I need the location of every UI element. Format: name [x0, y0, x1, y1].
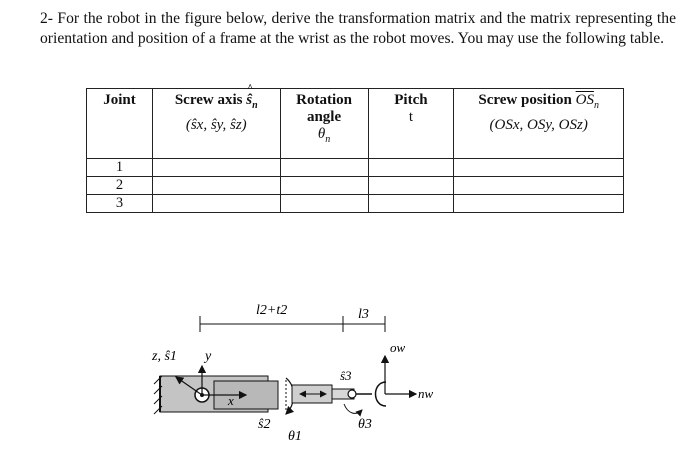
label-theta3: θ3 [358, 417, 372, 432]
cell-position [453, 194, 624, 213]
problem-statement: 2- For the robot in the figure below, de… [40, 10, 676, 47]
dim-label-l2-t2: l2+t2 [256, 303, 287, 318]
header-screw-position: Screw position OSn (OSx, OSy, OSz) [453, 88, 624, 159]
cell-joint: 3 [86, 194, 153, 213]
label-z-s1: z, ŝ1 [151, 349, 177, 364]
table-row: 3 [86, 194, 624, 213]
cell-rotation [279, 194, 369, 213]
gripper [356, 381, 387, 407]
dim-label-l3: l3 [358, 307, 369, 322]
telescoping-arm [291, 384, 355, 404]
revolute-joint-3 [347, 389, 357, 399]
header-rotation-angle: Rotation angle θn [279, 88, 369, 159]
label-s3: ŝ3 [340, 368, 352, 383]
label-x: x [227, 393, 234, 408]
dimension-lines [199, 316, 386, 332]
z-axis-arrow [175, 376, 203, 396]
header-pitch: Pitch t [367, 88, 455, 159]
table-row: 2 [86, 176, 624, 195]
label-theta1: θ1 [288, 429, 302, 444]
table-row: 1 [86, 158, 624, 177]
screw-parameter-table: Joint Screw axis ŝn (ŝx, ŝy, ŝz) Rotatio… [86, 83, 624, 213]
label-nw: nw [418, 386, 434, 401]
label-ow: ow [390, 340, 406, 355]
label-s2: ŝ2 [258, 417, 270, 432]
header-joint: Joint [86, 88, 153, 159]
theta3-rotation-arrow [343, 403, 363, 417]
table-header-row: Joint Screw axis ŝn (ŝx, ŝy, ŝz) Rotatio… [86, 83, 624, 159]
label-y: y [203, 349, 212, 364]
